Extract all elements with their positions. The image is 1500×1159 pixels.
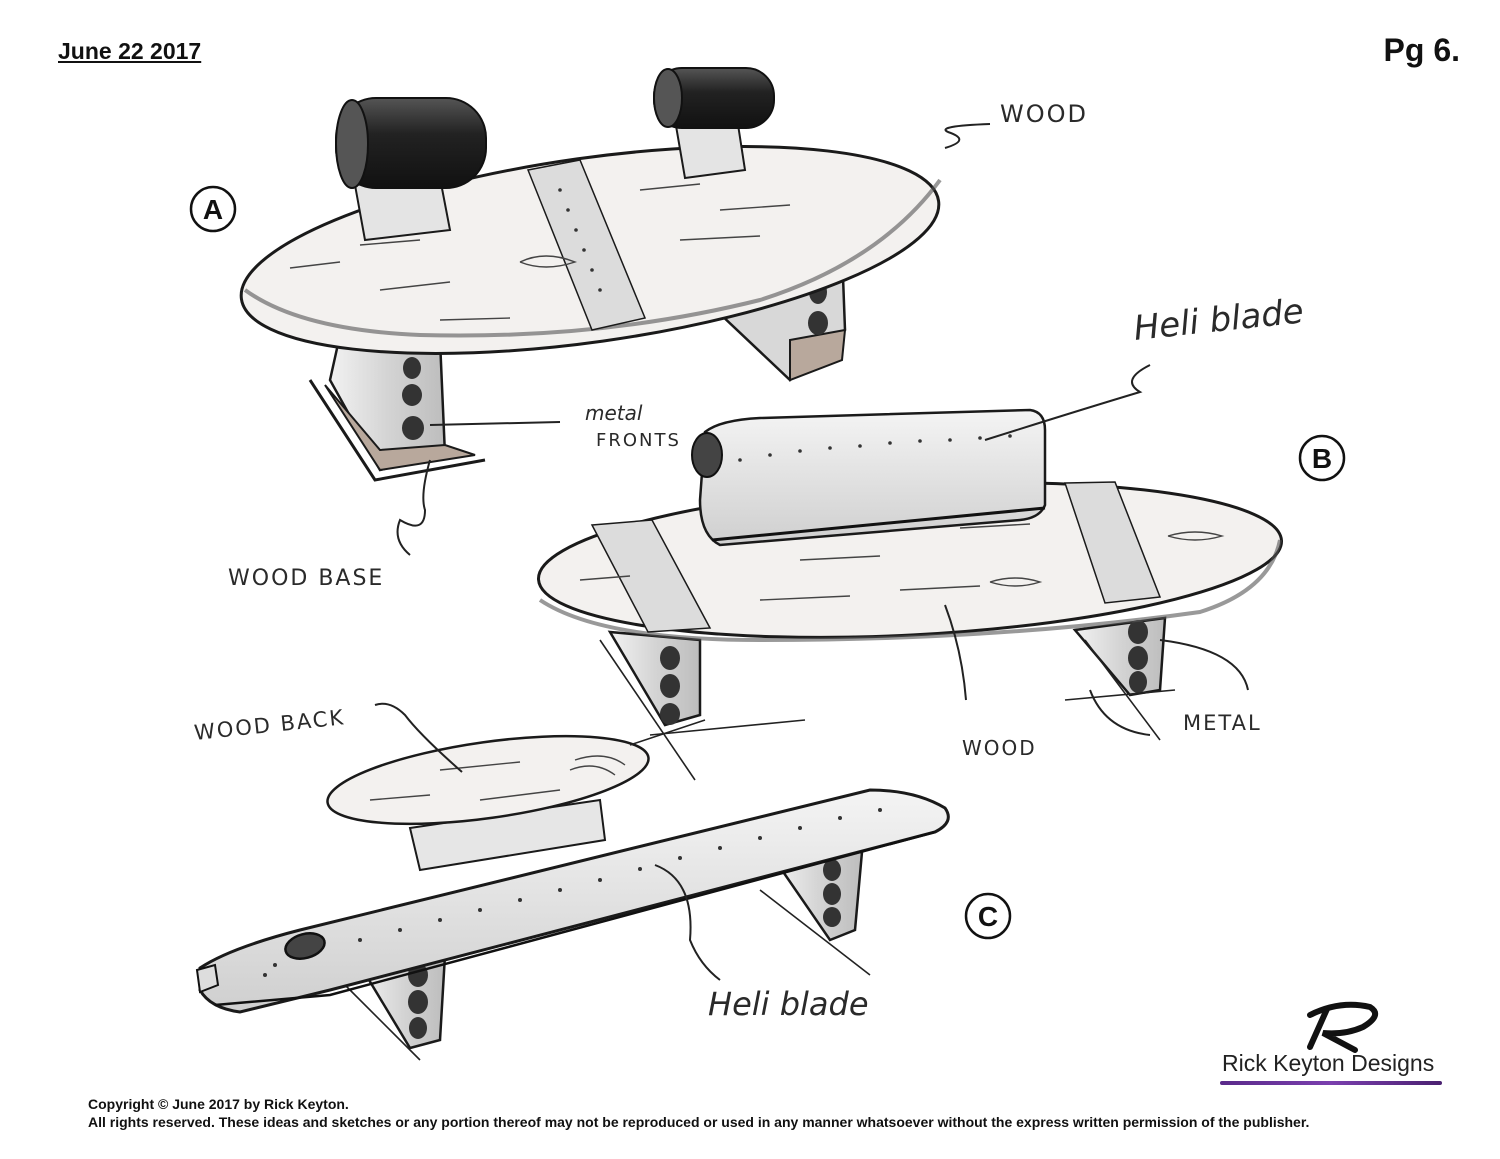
label-b: B <box>1312 443 1332 474</box>
logo-text: Rick Keyton Designs <box>1222 1050 1435 1076</box>
annotation-metal: metal <box>585 401 643 425</box>
page-number: Pg 6. <box>1383 32 1460 68</box>
label-b-badge: B <box>1298 434 1346 482</box>
label-c-badge: C <box>964 892 1012 940</box>
copyright-block: Copyright © June 2017 by Rick Keyton. Al… <box>88 1095 1309 1131</box>
label-c: C <box>978 901 998 932</box>
annotation-wood-base: WOOD BASE <box>228 566 384 591</box>
label-a-badge: A <box>189 185 237 233</box>
annotation-metal-b: METAL <box>1183 711 1262 735</box>
leader-heli-blade-c <box>654 864 721 981</box>
sketch-a <box>239 67 942 482</box>
rk-logo-mark <box>1307 1001 1379 1053</box>
leader-wood-back <box>374 702 463 773</box>
rights-line: All rights reserved. These ideas and ske… <box>88 1114 1310 1130</box>
annotation-fronts: FRONTS <box>596 430 681 451</box>
sketch-b <box>536 408 1284 781</box>
leader-heli-blade-b <box>984 364 1151 441</box>
sketch-date: June 22 2017 <box>58 38 202 64</box>
annotation-wood-back: WOOD BACK <box>193 705 346 745</box>
leader-metal-b-2 <box>1089 689 1151 736</box>
leader-wood-b <box>944 604 967 701</box>
label-a: A <box>203 194 223 225</box>
leader-wood-base <box>396 459 431 556</box>
annotation-heli-blade-c: Heli blade <box>708 985 869 1023</box>
copyright-line: Copyright © June 2017 by Rick Keyton. <box>88 1096 349 1112</box>
sketch-c <box>195 719 950 1061</box>
leader-metal-b <box>1159 639 1249 691</box>
leader-metal-fronts <box>429 421 561 426</box>
annotation-wood-b: WOOD <box>962 736 1037 760</box>
leader-wood-top <box>944 123 991 149</box>
logo-underline <box>1220 1081 1442 1085</box>
annotation-heli-blade-b: Heli blade <box>1132 291 1306 349</box>
annotation-wood-top: WOOD <box>1000 100 1088 128</box>
